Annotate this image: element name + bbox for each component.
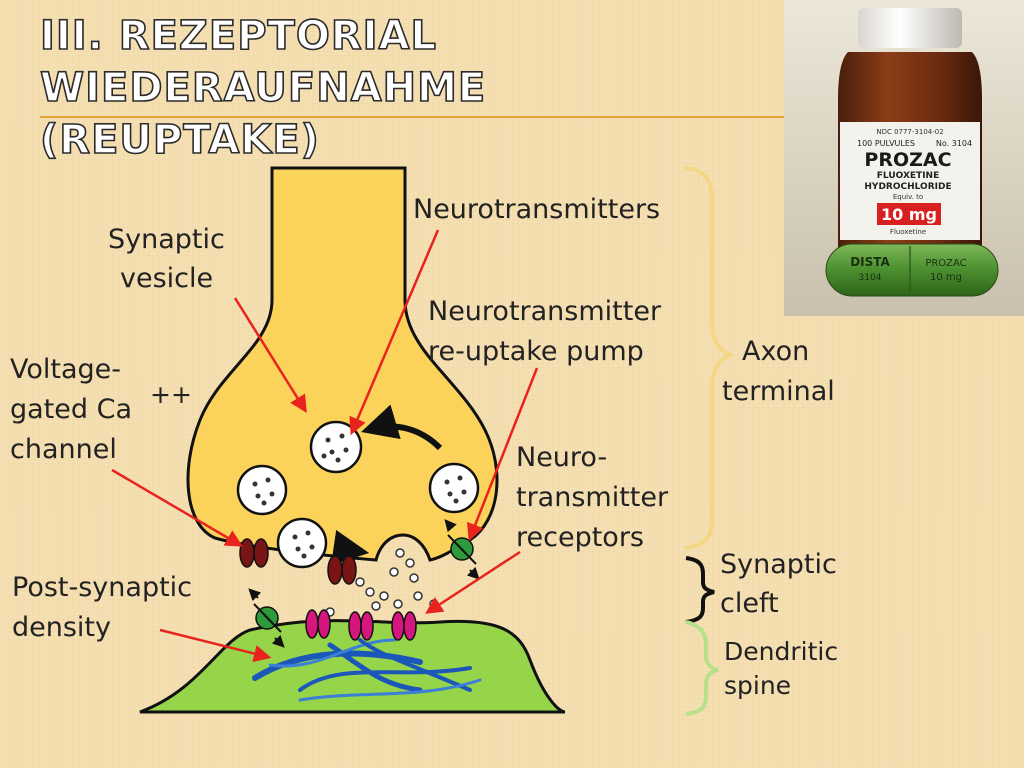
label-receptors-line-1: Neuro- (516, 442, 607, 473)
slide-title-line-1: III. Rezeptorial Wiederaufnahme (39, 12, 487, 112)
label-ndc: NDC 0777-3104-02 (876, 128, 943, 136)
synaptic-cleft-brace (685, 556, 715, 624)
label-pointer-arrows (111, 229, 539, 663)
svg-text:Post-synaptic density: Post-synaptic density (12, 572, 201, 643)
dendritic-spine-brace (685, 620, 719, 716)
title-underline (40, 116, 785, 118)
label-synaptic-vesicle-line-1: Synaptic (108, 224, 225, 255)
svg-text:Synaptic cleft: Synaptic cleft (720, 549, 845, 619)
label-dose-sub: Fluoxetine (890, 228, 926, 236)
label-axon-line-1: Axon (742, 336, 809, 367)
slide-title-line-2: (Reuptake) (39, 116, 320, 164)
label-cleft-line-1: Synaptic (720, 549, 837, 580)
recycle-arrow (361, 404, 443, 451)
label-receptors-line-3: receptors (516, 522, 644, 553)
label-voltage-superscript: ++ (150, 380, 192, 409)
neurotransmitter-receptor (348, 611, 374, 641)
axon-terminal-brace (684, 166, 736, 550)
label-cleft-line-2: cleft (720, 588, 779, 619)
svg-text:Neurotransmitter re-uptake: Neurotransmitter re-uptake pump (428, 296, 670, 367)
capsule-right-line-1: PROZAC (925, 258, 966, 269)
svg-text:Dendritic spine: Dendritic spine (724, 637, 846, 700)
prozac-bottle-photo: NDC 0777-3104-02 100 PULVULES No. 3104 P… (784, 0, 1024, 316)
capsule-left-line-2: 3104 (859, 273, 882, 283)
label-receptors-line-2: transmitter (516, 482, 669, 513)
synaptic-vesicle (236, 464, 288, 516)
reuptake-pump (248, 588, 285, 648)
dose-badge (877, 203, 941, 225)
capsule-left-line-1: DISTA (850, 255, 890, 269)
label-pump-line-2: re-uptake pump (428, 336, 644, 367)
label-pump-line-1: Neurotransmitter (428, 296, 662, 327)
neurotransmitter-receptor (391, 611, 417, 641)
label-dose: 10 mg (881, 205, 937, 224)
svg-text:Neuro- transmitter rec: Neuro- transmitter receptors (516, 442, 677, 553)
reuptake-pump (444, 519, 480, 580)
label-axon-line-2: terminal (722, 376, 835, 407)
label-voltage-line-2: gated Ca (10, 394, 132, 425)
label-spine-line-2: spine (724, 671, 791, 700)
synaptic-vesicle (428, 462, 480, 514)
label-density-line-2: density (12, 612, 111, 643)
label-generic-1: FLUOXETINE (877, 171, 939, 181)
label-voltage-line-1: Voltage- (10, 354, 121, 385)
label-neurotransmitters: Neurotransmitters (413, 194, 660, 225)
synaptic-vesicle (309, 420, 363, 474)
label-brand: PROZAC (864, 149, 951, 171)
prozac-capsule (825, 243, 999, 297)
label-density-line-1: Post-synaptic (12, 572, 192, 603)
post-synaptic-density (252, 638, 482, 702)
voltage-gated-ca-channel (239, 538, 269, 568)
axon-terminal-shape (186, 166, 499, 562)
voltage-gated-ca-channel (327, 555, 357, 585)
label-spine-line-1: Dendritic (724, 637, 838, 666)
bottle-cap (858, 8, 962, 48)
label-count: 100 PULVULES (857, 139, 915, 148)
label-generic-2: HYDROCHLORIDE (864, 182, 951, 192)
capsule-right-line-2: 10 mg (930, 272, 962, 283)
svg-text:Neurotransmitters: Neurotransmitters (413, 194, 660, 225)
svg-text:Axon terminal: Axon terminal (722, 336, 835, 407)
svg-text:Synaptic vesicle: Synaptic vesicle (108, 224, 233, 294)
release-arrow (330, 529, 370, 566)
label-voltage-line-3: channel (10, 434, 117, 465)
label-synaptic-vesicle-line-2: vesicle (120, 263, 213, 294)
synaptic-vesicle (276, 517, 328, 569)
label-number: No. 3104 (936, 139, 972, 148)
label-equiv: Equiv. to (893, 193, 923, 201)
slide-title: III. Rezeptorial Wiederaufnahme (Reuptak… (39, 10, 780, 166)
svg-text:Voltage- gated Ca chan: Voltage- gated Ca channel (10, 354, 141, 465)
neurotransmitter-molecules (325, 548, 439, 617)
neurotransmitter-receptor (305, 609, 331, 639)
